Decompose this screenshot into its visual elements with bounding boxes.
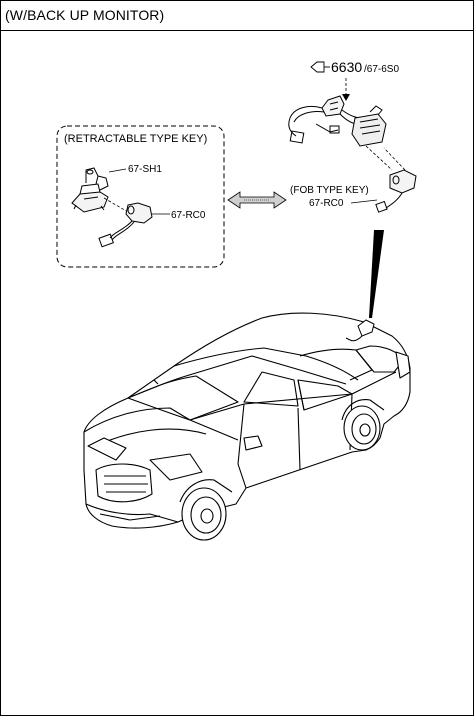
switch-housing-part-label: 67-SH1 bbox=[128, 164, 162, 175]
camera-harness-part-label: 67-RC0 bbox=[171, 210, 206, 221]
retractable-group-dashed-box bbox=[56, 125, 225, 268]
fob-group-title: (FOB TYPE KEY) bbox=[290, 185, 369, 196]
harness-reference-icon bbox=[310, 61, 330, 73]
retractable-key-group: (RETRACTABLE TYPE KEY) 67-SH1 67-RC0 bbox=[56, 125, 225, 268]
fob-camera-part bbox=[375, 169, 417, 213]
double-arrow bbox=[227, 191, 287, 209]
camera-location-pointer bbox=[369, 230, 384, 318]
switch-housing-dashed-link bbox=[103, 197, 129, 213]
trunk-camera-mark bbox=[345, 319, 375, 342]
vehicle-illustration bbox=[83, 312, 411, 541]
harness-group: 6630 /67-6S0 bbox=[288, 59, 399, 171]
fob-part-label: 67-RC0 bbox=[309, 198, 344, 209]
page-title: (W/BACK UP MONITOR) bbox=[5, 7, 165, 23]
switch-housing-part bbox=[71, 167, 109, 213]
switch-housing-leader-line bbox=[108, 168, 127, 173]
header-bar: (W/BACK UP MONITOR) bbox=[0, 0, 474, 31]
fob-part-leader-line bbox=[350, 199, 378, 204]
camera-harness-part bbox=[98, 202, 153, 248]
fob-camera-dashed-link bbox=[383, 147, 406, 171]
harness-part bbox=[288, 95, 387, 147]
harness-arrow-head bbox=[342, 94, 350, 101]
harness-reference-label: /67-6S0 bbox=[364, 64, 399, 75]
harness-connector-dashed-link bbox=[365, 145, 393, 171]
fob-key-group: (FOB TYPE KEY) 67-RC0 bbox=[290, 147, 417, 318]
harness-part-number: 6630 bbox=[331, 59, 362, 75]
retractable-group-title: (RETRACTABLE TYPE KEY) bbox=[64, 133, 207, 145]
